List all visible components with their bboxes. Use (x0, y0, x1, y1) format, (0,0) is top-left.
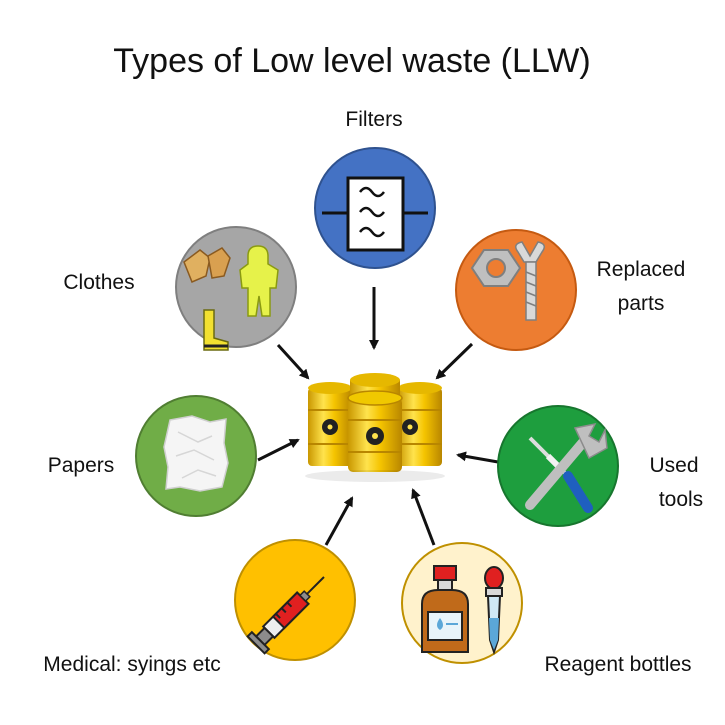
clothes-label: Clothes (63, 271, 134, 294)
category-filters: Filters (314, 108, 436, 269)
arrows (257, 287, 499, 546)
category-reagent-bottles: Reagent bottles (401, 542, 692, 676)
filters-label: Filters (345, 108, 402, 131)
category-replaced-parts: Replaced parts (455, 229, 686, 351)
syringe-icon (246, 576, 325, 655)
filter-icon (322, 176, 428, 252)
arrow-clothes (276, 343, 310, 380)
category-papers: Papers (48, 395, 257, 517)
crumpled-paper-icon (163, 415, 229, 492)
protective-clothing-icon (183, 245, 279, 351)
reagent-bottle-dropper-icon (421, 565, 504, 656)
arrow-papers (257, 438, 300, 462)
replaced-parts-label-line-2: parts (618, 292, 665, 315)
category-medical: Medical: syings etc (43, 539, 356, 676)
category-clothes: Clothes (63, 226, 297, 351)
category-used-tools: Used tools (497, 405, 703, 527)
used-tools-label-line-2: tools (659, 488, 703, 511)
wrench-screwdriver-icon (525, 422, 608, 513)
arrow-reagent-bottles (411, 488, 436, 546)
papers-label: Papers (48, 454, 115, 477)
replaced-parts-label-line-1: Replaced (597, 258, 686, 281)
page-title: Types of Low level waste (LLW) (113, 42, 590, 80)
medical-label: Medical: syings etc (43, 653, 220, 676)
arrow-medical (324, 496, 354, 546)
arrow-replaced-parts (435, 342, 474, 380)
arrow-used-tools (456, 451, 499, 464)
reagent-bottles-label: Reagent bottles (544, 653, 691, 676)
clothes-circle (175, 226, 297, 348)
nut-and-bolt-icon (470, 241, 545, 321)
used-tools-label-line-1: Used (649, 454, 698, 477)
radioactive-barrels-icon (305, 373, 445, 482)
